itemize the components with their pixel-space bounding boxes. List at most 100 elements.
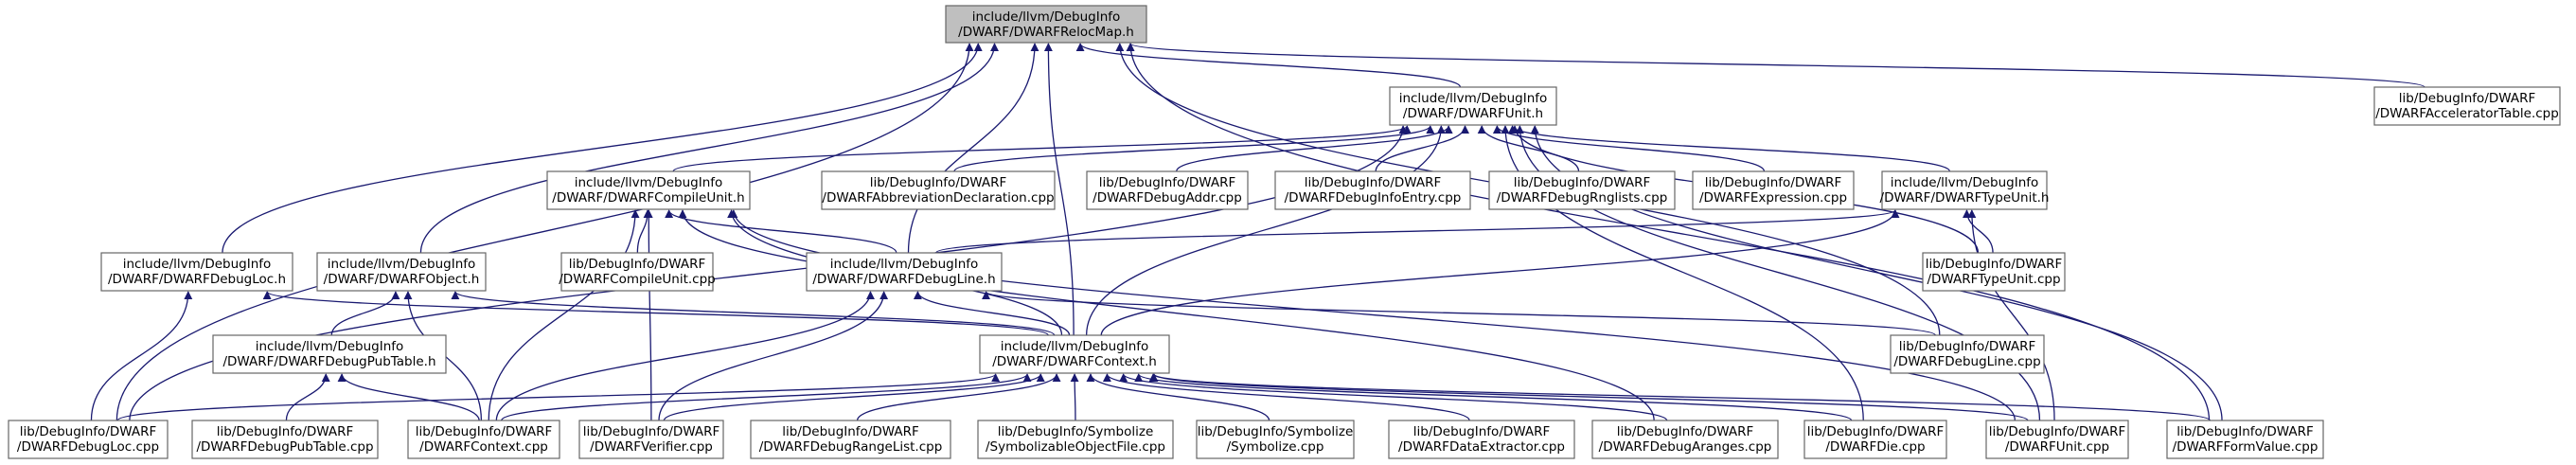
node-label-line-2: /DWARFDebugLoc.cpp bbox=[17, 439, 159, 455]
dependency-edge-form_cpp-to-reloc bbox=[1126, 43, 2211, 421]
node-label-line-2: /DWARFAcceleratorTable.cpp bbox=[2375, 106, 2559, 121]
dependency-edge-form_cpp-to-ctx_h bbox=[1149, 373, 2212, 421]
graph-nodes: include/llvm/DebugInfo/DWARF/DWARFRelocM… bbox=[8, 5, 2561, 459]
dependency-edge-addr_cpp-to-unit_h bbox=[1176, 125, 1453, 172]
dependency-edge-abbrev_cpp-to-unit_h bbox=[953, 125, 1435, 172]
graph-node-obj-h[interactable]: include/llvm/DebugInfo/DWARF/DWARFObject… bbox=[316, 252, 487, 292]
node-label-line-1: include/llvm/DebugInfo bbox=[1399, 91, 1548, 106]
node-label-line-1: lib/DebugInfo/Symbolize bbox=[1198, 424, 1354, 439]
graph-node-loc-cpp[interactable]: lib/DebugInfo/DWARF/DWARFDebugLoc.cpp bbox=[8, 420, 169, 459]
node-label-line-2: /DWARF/DWARFContext.h bbox=[992, 354, 1157, 369]
dependency-edge-entry_cpp-to-unit_h bbox=[1375, 125, 1469, 172]
node-label-line-2: /DWARF/DWARFDebugPubTable.h bbox=[222, 354, 435, 369]
edge-line bbox=[1119, 373, 1668, 421]
node-box bbox=[1591, 420, 1779, 459]
node-label-line-1: include/llvm/DebugInfo bbox=[328, 257, 476, 272]
node-box bbox=[578, 420, 724, 459]
graph-node-aranges-cpp[interactable]: lib/DebugInfo/DWARF/DWARFDebugAranges.cp… bbox=[1591, 420, 1779, 459]
graph-node-cu-h[interactable]: include/llvm/DebugInfo/DWARF/DWARFCompil… bbox=[546, 170, 751, 210]
node-box bbox=[191, 420, 379, 459]
graph-node-symobj-cpp[interactable]: lib/DebugInfo/Symbolize/SymbolizableObje… bbox=[977, 420, 1174, 459]
edge-line bbox=[1508, 125, 1951, 172]
node-label-line-1: lib/DebugInfo/DWARF bbox=[1989, 424, 2126, 439]
dependency-edge-pub_cpp-to-pub_h bbox=[285, 373, 330, 421]
graph-node-entry-cpp[interactable]: lib/DebugInfo/DWARF/DWARFDebugInfoEntry.… bbox=[1274, 170, 1471, 210]
graph-node-unit-cpp[interactable]: lib/DebugInfo/DWARF/DWARFUnit.cpp bbox=[1985, 420, 2129, 459]
dependency-edge-loc_cpp-to-reloc bbox=[115, 43, 974, 421]
node-box bbox=[316, 252, 487, 292]
dependency-edge-loc_cpp-to-ctx_h bbox=[116, 373, 1000, 421]
node-label-line-1: include/llvm/DebugInfo bbox=[1891, 175, 2039, 190]
graph-node-loc-h[interactable]: include/llvm/DebugInfo/DWARF/DWARFDebugL… bbox=[100, 252, 293, 292]
dependency-edge-tu_h-to-unit_h bbox=[1508, 125, 1951, 172]
graph-node-rng-cpp[interactable]: lib/DebugInfo/DWARF/DWARFDebugRnglists.c… bbox=[1488, 170, 1676, 210]
node-box bbox=[2373, 86, 2561, 126]
graph-node-ctx-cpp[interactable]: lib/DebugInfo/DWARF/DWARFContext.cpp bbox=[407, 420, 560, 459]
node-box bbox=[806, 252, 1003, 292]
node-label-line-1: lib/DebugInfo/DWARF bbox=[569, 257, 706, 272]
edge-line bbox=[1043, 43, 1075, 336]
dependency-edge-expr_cpp-to-unit_h bbox=[1492, 125, 1766, 172]
node-label-line-2: /SymbolizableObjectFile.cpp bbox=[986, 439, 1165, 455]
node-label-line-2: /DWARFDebugRnglists.cpp bbox=[1497, 190, 1668, 206]
graph-node-sym-cpp[interactable]: lib/DebugInfo/Symbolize/Symbolize.cpp bbox=[1196, 420, 1355, 459]
node-label-line-1: lib/DebugInfo/DWARF bbox=[1413, 424, 1551, 439]
node-label-line-1: lib/DebugInfo/DWARF bbox=[1807, 424, 1945, 439]
node-box bbox=[1086, 170, 1249, 210]
graph-node-ver-cpp[interactable]: lib/DebugInfo/DWARF/DWARFVerifier.cpp bbox=[578, 420, 724, 459]
graph-node-reloc[interactable]: include/llvm/DebugInfo/DWARF/DWARFRelocM… bbox=[945, 5, 1147, 44]
graph-node-range-cpp[interactable]: lib/DebugInfo/DWARF/DWARFDebugRangeList.… bbox=[750, 420, 951, 459]
graph-node-pub-h[interactable]: include/llvm/DebugInfo/DWARF/DWARFDebugP… bbox=[212, 334, 447, 374]
dependency-edge-unit_h-to-reloc bbox=[1075, 43, 1462, 88]
node-box bbox=[560, 252, 714, 292]
node-box bbox=[8, 420, 169, 459]
node-label-line-2: /DWARFCompileUnit.cpp bbox=[559, 272, 715, 287]
graph-node-accel-cpp[interactable]: lib/DebugInfo/DWARF/DWARFAcceleratorTabl… bbox=[2373, 86, 2561, 126]
dependency-edge-unit_cpp-to-cu_h bbox=[729, 209, 2016, 421]
dependency-edge-unit_cpp-to-ctx_h bbox=[1148, 373, 2029, 421]
node-label-line-1: lib/DebugInfo/DWARF bbox=[1099, 175, 1236, 190]
node-label-line-1: include/llvm/DebugInfo bbox=[972, 9, 1121, 25]
graph-node-die-cpp[interactable]: lib/DebugInfo/DWARF/DWARFDie.cpp bbox=[1803, 420, 1947, 459]
node-box bbox=[1922, 252, 2066, 292]
node-label-line-2: /DWARF/DWARFDebugLine.h bbox=[812, 272, 995, 287]
graph-node-addr-cpp[interactable]: lib/DebugInfo/DWARF/DWARFDebugAddr.cpp bbox=[1086, 170, 1249, 210]
edge-line bbox=[488, 209, 640, 421]
edge-line bbox=[1126, 43, 2211, 421]
dependency-edge-ctx_h-to-reloc bbox=[1043, 43, 1075, 336]
graph-node-expr-cpp[interactable]: lib/DebugInfo/DWARF/DWARFExpression.cpp bbox=[1692, 170, 1855, 210]
node-label-line-1: lib/DebugInfo/DWARF bbox=[870, 175, 1007, 190]
dependency-edge-ctx_h-to-line_h bbox=[913, 291, 1071, 336]
dependency-edge-unit_cpp-to-tu_h bbox=[1967, 209, 2055, 421]
edge-line bbox=[665, 209, 897, 254]
graph-node-unit-h[interactable]: include/llvm/DebugInfo/DWARF/DWARFUnit.h bbox=[1389, 86, 1557, 126]
node-label-line-1: lib/DebugInfo/DWARF bbox=[1514, 175, 1651, 190]
edge-line bbox=[913, 291, 1071, 336]
graph-node-dext-cpp[interactable]: lib/DebugInfo/DWARF/DWARFDataExtractor.c… bbox=[1388, 420, 1575, 459]
graph-node-cu-cpp[interactable]: lib/DebugInfo/DWARF/DWARFCompileUnit.cpp bbox=[559, 252, 716, 292]
graph-node-ctx-h[interactable]: include/llvm/DebugInfo/DWARF/DWARFContex… bbox=[979, 334, 1170, 374]
edge-line bbox=[856, 373, 1061, 421]
node-label-line-2: /DWARF/DWARFObject.h bbox=[324, 272, 480, 287]
node-label-line-2: /DWARFDebugAddr.cpp bbox=[1093, 190, 1242, 206]
node-label-line-1: include/llvm/DebugInfo bbox=[830, 257, 979, 272]
graph-node-line-h[interactable]: include/llvm/DebugInfo/DWARF/DWARFDebugL… bbox=[806, 252, 1003, 292]
graph-node-abbrev-cpp[interactable]: lib/DebugInfo/DWARF/DWARFAbbreviationDec… bbox=[821, 170, 1056, 210]
node-label-line-2: /DWARFExpression.cpp bbox=[1699, 190, 1847, 206]
edge-line bbox=[663, 373, 1045, 421]
graph-node-tu-cpp[interactable]: lib/DebugInfo/DWARF/DWARFTypeUnit.cpp bbox=[1922, 252, 2066, 292]
node-label-line-2: /DWARFDataExtractor.cpp bbox=[1398, 439, 1565, 455]
edge-line bbox=[116, 373, 1000, 421]
graph-node-form-cpp[interactable]: lib/DebugInfo/DWARF/DWARFFormValue.cpp bbox=[2166, 420, 2324, 459]
graph-node-tu-h[interactable]: include/llvm/DebugInfo/DWARF/DWARFTypeUn… bbox=[1880, 170, 2050, 210]
dependency-edge-dext_cpp-to-ctx_h bbox=[1103, 373, 1470, 421]
edge-line bbox=[1127, 43, 2425, 88]
node-label-line-2: /DWARFDebugLine.cpp bbox=[1893, 354, 2040, 369]
graph-node-pub-cpp[interactable]: lib/DebugInfo/DWARF/DWARFDebugPubTable.c… bbox=[191, 420, 379, 459]
graph-node-line-cpp[interactable]: lib/DebugInfo/DWARF/DWARFDebugLine.cpp bbox=[1890, 334, 2045, 374]
dependency-edge-loc_h-to-reloc bbox=[222, 43, 983, 254]
node-label-line-2: /DWARFDebugPubTable.cpp bbox=[196, 439, 373, 455]
dependency-edge-obj_h-to-reloc bbox=[419, 43, 999, 254]
node-label-line-2: /DWARF/DWARFTypeUnit.h bbox=[1880, 190, 2050, 206]
dependency-edge-cu_cpp-to-cu_h bbox=[636, 209, 652, 254]
